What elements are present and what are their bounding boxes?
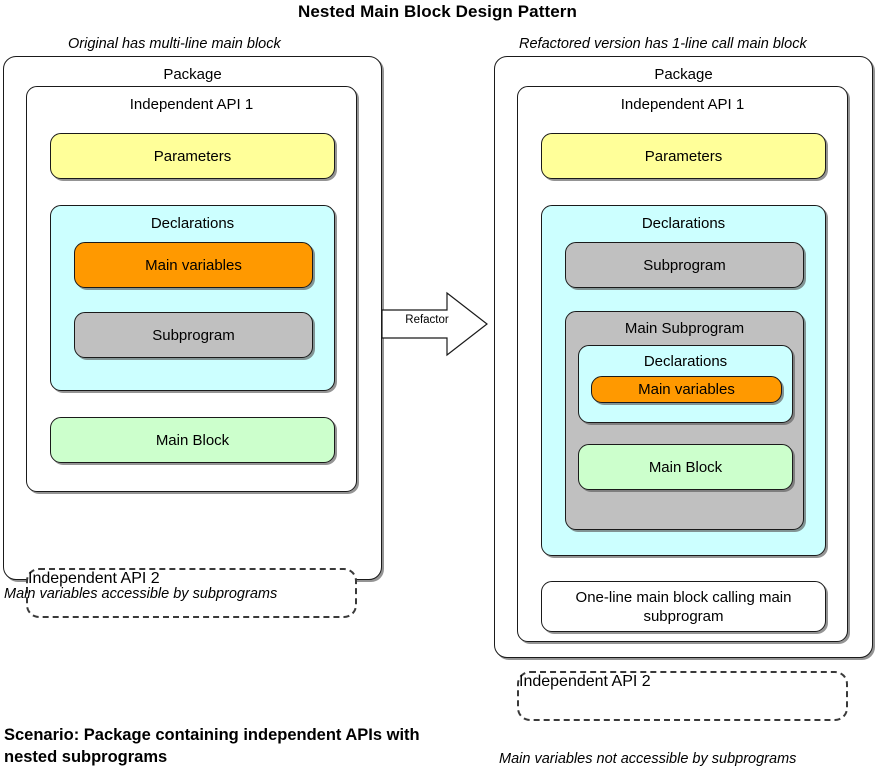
left-api1-box: Independent API 1 Parameters Declaration…: [26, 86, 357, 492]
right-main-subprogram-box: Main Subprogram Declarations Main variab…: [565, 311, 804, 530]
left-api1-label: Independent API 1: [129, 96, 254, 113]
right-api1-box: Independent API 1 Parameters Declaration…: [517, 86, 848, 642]
left-api2-box: Independent API 2: [26, 568, 357, 618]
left-package-label: Package: [163, 66, 222, 83]
refactor-arrow-icon: [381, 291, 488, 357]
right-declarations-box: Declarations Subprogram Main Subprogram …: [541, 205, 826, 556]
left-package-box: Package Independent API 1 Parameters Dec…: [3, 56, 382, 618]
right-main-block-box: Main Block: [578, 444, 793, 490]
refactor-arrow: Refactor: [381, 290, 489, 358]
left-subprogram-box: Subprogram: [74, 312, 313, 358]
right-main-variables-box: Main variables: [591, 376, 782, 403]
right-main-subprogram-label: Main Subprogram: [624, 320, 745, 337]
right-subprogram-box: Subprogram: [565, 242, 804, 288]
left-declarations-label: Declarations: [150, 215, 235, 232]
right-inner-declarations-box: Declarations Main variables: [578, 345, 793, 423]
left-parameters-box: Parameters: [50, 133, 335, 179]
right-one-line-main-block-box: One-line main block calling main subprog…: [541, 581, 826, 632]
right-note: Main variables not accessible by subprog…: [499, 751, 797, 767]
left-api2-label: Independent API 2: [28, 570, 160, 587]
right-parameters-box: Parameters: [541, 133, 826, 179]
left-diagram-caption: Original has multi-line main block: [68, 36, 281, 52]
right-inner-declarations-label: Declarations: [643, 353, 728, 370]
right-api2-box: Independent API 2: [517, 671, 848, 721]
right-package-label: Package: [654, 66, 713, 83]
refactor-arrow-label: Refactor: [405, 314, 449, 326]
left-main-block-box: Main Block: [50, 417, 335, 463]
right-package-box: Package Independent API 1 Parameters Dec…: [494, 56, 873, 721]
left-declarations-box: Declarations Main variables Subprogram: [50, 205, 335, 391]
right-diagram-caption: Refactored version has 1-line call main …: [519, 36, 807, 52]
page-title: Nested Main Block Design Pattern: [297, 2, 578, 21]
scenario-text: Scenario: Package containing independent…: [4, 726, 420, 766]
left-note: Main variables accessible by subprograms: [4, 586, 278, 602]
right-api2-label: Independent API 2: [519, 673, 651, 690]
right-api1-label: Independent API 1: [620, 96, 745, 113]
right-declarations-label: Declarations: [641, 215, 726, 232]
left-main-variables-box: Main variables: [74, 242, 313, 288]
